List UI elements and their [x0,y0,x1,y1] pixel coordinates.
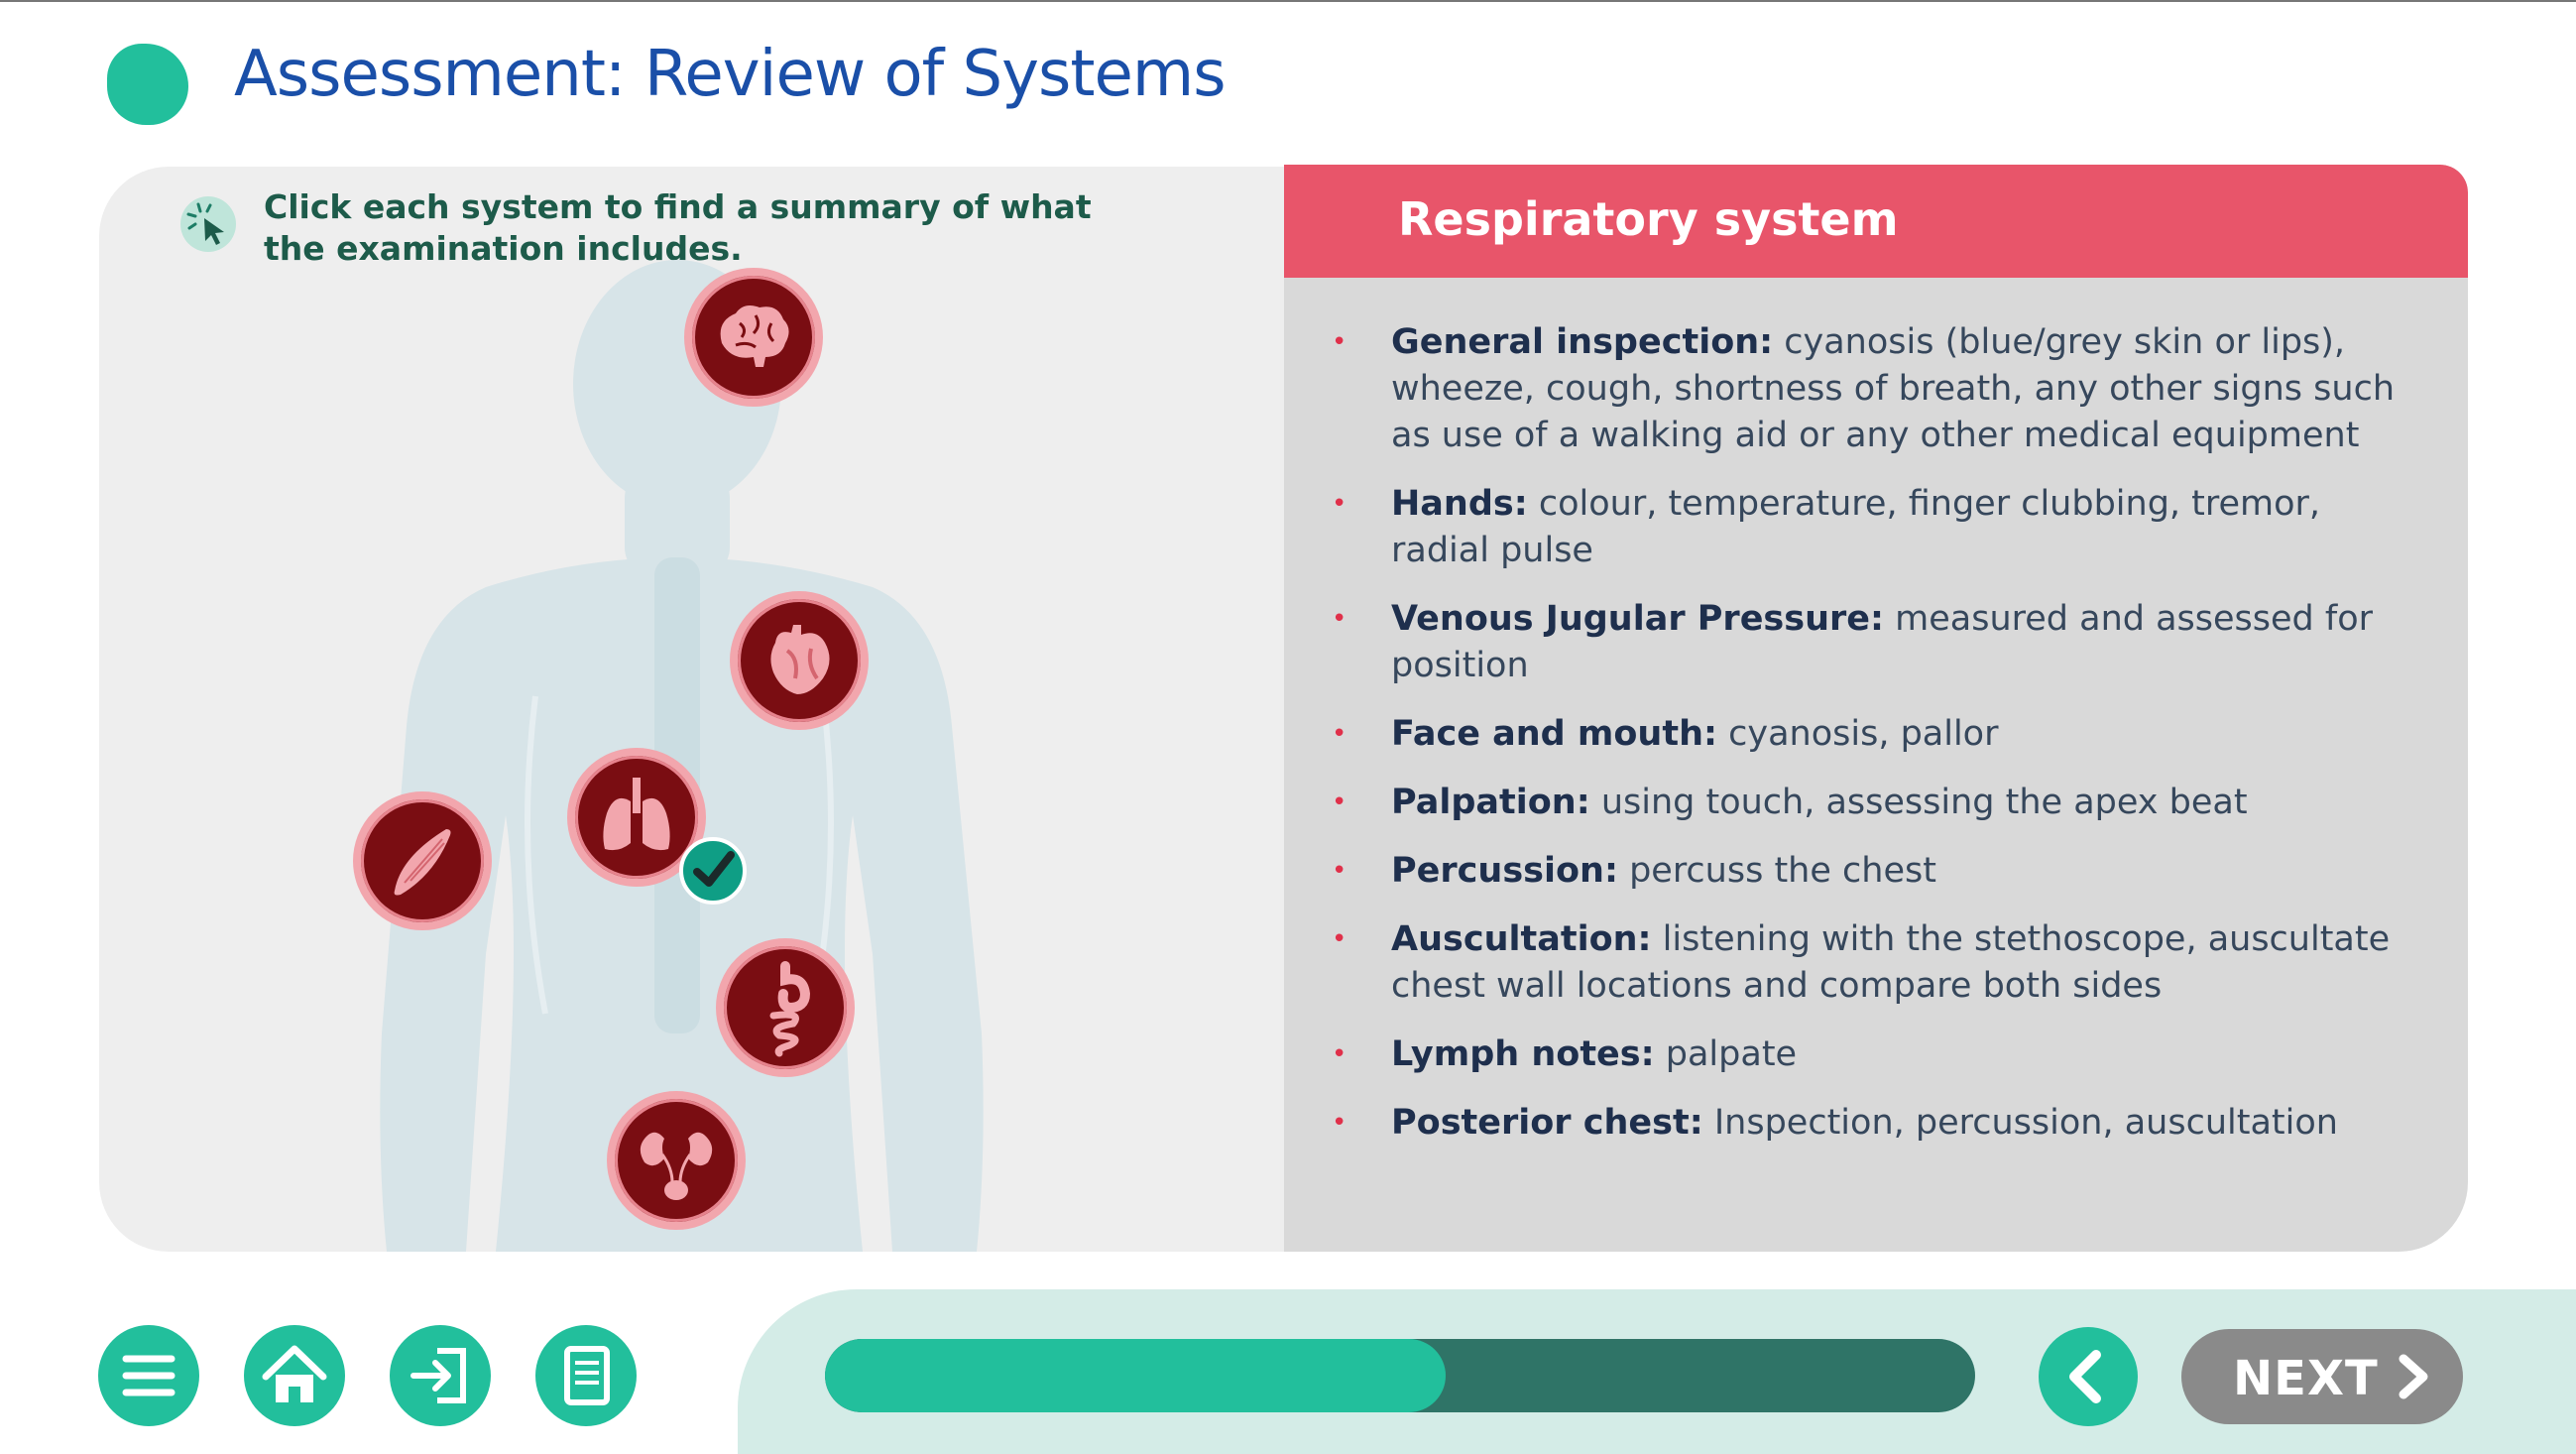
human-silhouette [380,260,984,1252]
page-title: Assessment: Review of Systems [234,38,1227,111]
list-item: •Face and mouth: cyanosis, pallor [1332,714,1999,754]
back-button[interactable] [2039,1327,2138,1426]
list-item: •Hands: colour, temperature, finger club… [1332,484,2321,570]
notes-button[interactable] [535,1325,637,1426]
click-pointer-icon [180,196,236,252]
detail-header: Respiratory system [1284,165,2468,278]
list-item: •Auscultation: listening with the stetho… [1332,919,2391,1006]
next-button[interactable]: NEXT [2181,1329,2463,1424]
notes-icon [564,1346,610,1405]
gastrointestinal-system-button[interactable] [716,938,855,1077]
heart-icon [770,625,830,694]
musculoskeletal-system-button[interactable] [353,791,492,930]
chevron-left-icon [2069,1350,2101,1403]
brain-icon [720,305,789,367]
detail-title: Respiratory system [1398,192,1899,246]
menu-icon [122,1355,176,1396]
exam-list: •General inspection: cyanosis (blue/grey… [1332,319,2422,1168]
next-label: NEXT [2233,1351,2379,1406]
instruction-text: Click each system to find a summary of w… [264,187,1092,268]
list-item: •Posterior chest: Inspection, percussion… [1332,1103,2338,1143]
muscle-icon [394,829,451,896]
title-decoration [107,44,188,125]
exit-icon [410,1348,466,1403]
list-item: •Venous Jugular Pressure: measured and a… [1332,599,2374,685]
visited-check-icon [679,837,747,905]
stomach-intestine-icon [769,961,811,1057]
respiratory-system-button[interactable] [567,748,706,887]
kidneys-icon [640,1132,713,1200]
progress-bar [825,1339,1975,1412]
home-button[interactable] [244,1325,345,1426]
progress-fill [825,1339,1447,1412]
lungs-icon [603,778,670,851]
list-item: •General inspection: cyanosis (blue/grey… [1332,322,2396,455]
menu-button[interactable] [98,1325,199,1426]
cardiovascular-system-button[interactable] [730,591,869,730]
nervous-system-button[interactable] [684,268,823,407]
renal-system-button[interactable] [607,1091,746,1230]
chevron-right-icon [2399,1354,2428,1399]
list-item: •Lymph notes: palpate [1332,1034,1798,1074]
home-icon [262,1345,327,1402]
exit-button[interactable] [390,1325,491,1426]
list-item: •Percussion: percuss the chest [1332,851,1936,891]
system-detail-panel: Respiratory system •General inspection: … [1284,165,2468,1252]
list-item: •Palpation: using touch, assessing the a… [1332,783,2248,822]
